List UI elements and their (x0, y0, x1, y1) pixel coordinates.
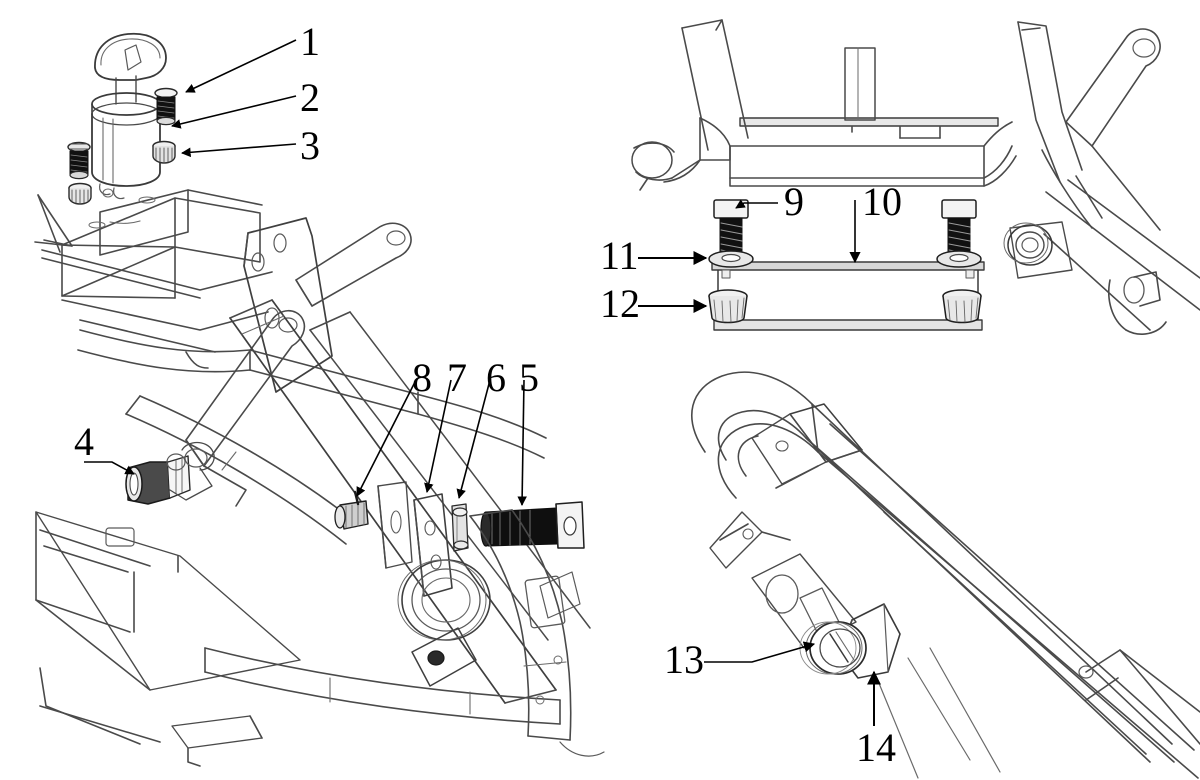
handle-inner-tube (717, 409, 1151, 763)
tension-knob-part (799, 621, 867, 675)
crossbar-right-legs (1017, 21, 1200, 331)
carriage-bolt-left-part (713, 199, 749, 257)
carriage-bolt-right-part (941, 199, 977, 257)
callout-label-3: 3 (300, 123, 320, 168)
lower-deck (35, 511, 301, 745)
spacer-bushing-part (451, 503, 469, 552)
lower-right-bracket (539, 571, 581, 619)
lock-nut-lower-part (152, 140, 176, 164)
callout-label-2: 2 (300, 75, 320, 120)
mounting-plate-part (711, 261, 985, 331)
cross-tube-upper (77, 329, 547, 459)
callout-leaders (84, 39, 881, 726)
handle-outer-tube (691, 371, 1199, 779)
crossbar-hex-nut (1003, 221, 1073, 279)
leader-3 (181, 143, 297, 158)
hex-bolt-upper-part (154, 87, 178, 126)
leader-13 (704, 641, 816, 663)
nut-washer-item8 (334, 490, 369, 530)
left-frame-assembly (34, 32, 605, 767)
callout-label-1: 1 (300, 19, 320, 64)
hex-bolt-left-part (67, 141, 91, 180)
crossbar-top-plate (739, 117, 999, 139)
callout-label-12: 12 (600, 281, 640, 326)
callout-label-9: 9 (784, 179, 804, 224)
mounting-plate-assembly (708, 199, 985, 331)
handle-strut (805, 423, 1195, 763)
tube-end-plug-part (125, 441, 215, 505)
leader-7 (424, 379, 452, 493)
leader-8 (356, 379, 417, 497)
crossbar-body (631, 117, 1017, 191)
handle-lower-leg (1078, 649, 1200, 745)
crossbar-left-leg (681, 19, 749, 151)
cap-nut-right-part (942, 289, 982, 324)
flat-washer-left-part (708, 250, 754, 268)
leader-4 (84, 461, 135, 475)
roller-pulley (397, 559, 491, 641)
callout-label-6: 6 (486, 355, 506, 400)
callout-label-14: 14 (856, 725, 896, 770)
handle-thin-diagonals (875, 647, 1001, 779)
callout-label-8: 8 (412, 355, 432, 400)
mid-link-plates (377, 481, 453, 597)
swing-arm-upper (295, 222, 412, 307)
foot-pad (171, 715, 263, 767)
leader-1 (185, 39, 297, 93)
callout-label-10: 10 (862, 179, 902, 224)
crossbar-vertical-post (844, 47, 876, 121)
link-plate-large (243, 217, 333, 393)
callout-label-5: 5 (519, 355, 539, 400)
frame-nut-part (68, 182, 92, 205)
callout-label-11: 11 (600, 233, 639, 278)
callout-label-13: 13 (664, 637, 704, 682)
hex-bolt-item5-part (480, 501, 585, 549)
crossbar-eyelet (1108, 271, 1167, 335)
right-curved-frame (469, 509, 605, 757)
clamp-block (411, 627, 477, 687)
handle-left-bracket (709, 511, 791, 569)
base-tube (204, 647, 561, 725)
leader-6 (456, 379, 491, 499)
leader-5 (517, 379, 527, 506)
cap-nut-left-part (708, 289, 748, 324)
curved-tube-mid (125, 395, 359, 545)
bottom-right-handle-view (691, 371, 1200, 779)
adjustment-knob-group (67, 32, 178, 205)
top-right-crossbar-view (631, 19, 1200, 335)
handle-clamp-plate (751, 403, 863, 489)
callout-label-7: 7 (447, 355, 467, 400)
flat-washer-right-part (936, 250, 982, 268)
callout-label-4: 4 (74, 419, 94, 464)
leader-2 (171, 95, 297, 129)
leader-9 (735, 199, 778, 209)
upper-frame-bracket (34, 189, 273, 353)
